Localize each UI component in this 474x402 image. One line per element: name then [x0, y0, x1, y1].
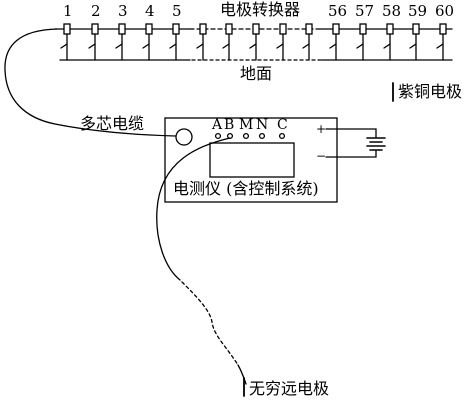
electrode-number-56: 56: [328, 2, 348, 20]
terminal-label-b: B: [224, 117, 235, 133]
copper-electrode-label: 紫铜电极: [398, 82, 463, 101]
electrode-number-3: 3: [118, 2, 128, 20]
terminal-label-a: A: [212, 117, 223, 133]
electrodes-middle: [196, 23, 313, 61]
terminal-label-m: M: [239, 117, 254, 133]
electrode-4: [142, 23, 153, 61]
electrode-number-59: 59: [408, 2, 428, 20]
ground-label: 地面: [240, 64, 273, 83]
electrode-60: [436, 23, 447, 61]
terminal-sockets: [214, 132, 286, 140]
cable-connector: [175, 128, 193, 146]
electrode-number-4: 4: [145, 2, 155, 20]
positive-terminal-label: +: [316, 122, 327, 136]
electrode-number-1: 1: [63, 2, 73, 20]
electrode-number-57: 57: [355, 2, 375, 20]
electrodes-right: [329, 23, 447, 61]
electrode-2: [88, 23, 99, 61]
negative-terminal-label: −: [316, 149, 327, 163]
infinite-electrode-label: 无穷远电极: [249, 379, 330, 398]
electrode-number-60: 60: [435, 2, 455, 20]
electrode-57: [356, 23, 367, 61]
instrument-label: 电测仪 (含控制系统): [173, 179, 319, 198]
wire-to-infinite-lower: [237, 364, 247, 385]
switcher-label: 电极转换器: [220, 0, 301, 19]
wire-to-infinite-dashed: [181, 281, 239, 366]
electrode-58: [383, 23, 394, 61]
electrodes-left: [60, 23, 180, 61]
battery-circuit: [325, 128, 386, 158]
multicore-cable: [4, 28, 176, 137]
terminal-label-n: N: [256, 117, 269, 133]
terminal-label-c: C: [277, 117, 288, 133]
electrode-number-58: 58: [382, 2, 402, 20]
electrode-59: [409, 23, 420, 61]
multicore-cable-label: 多芯电缆: [80, 114, 145, 133]
electrode-number-2: 2: [91, 2, 101, 20]
electrode-1: [60, 23, 71, 61]
instrument-display: [209, 142, 295, 178]
wire-to-infinite-upper: [156, 137, 231, 281]
electrode-number-5: 5: [172, 2, 182, 20]
electrode-3: [115, 23, 126, 61]
electrode-56: [329, 23, 340, 61]
electrode-5: [169, 23, 180, 61]
instrument-box: [164, 117, 338, 203]
